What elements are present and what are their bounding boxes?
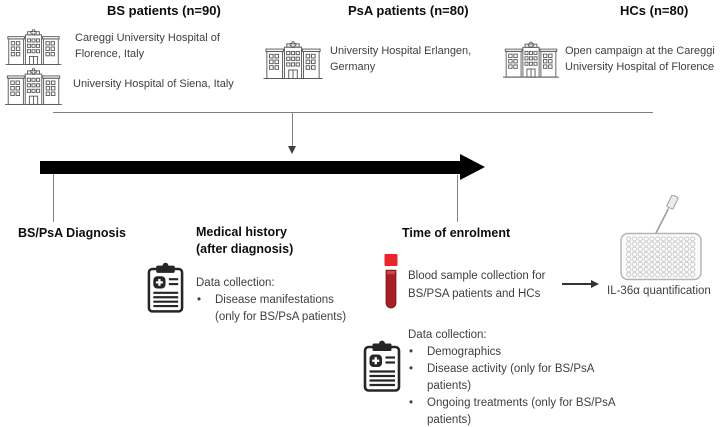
cohort-title-hcs: HCs (n=80) (620, 3, 689, 18)
result-arrow-line (562, 283, 592, 285)
site-siena: University Hospital of Siena, Italy (73, 78, 234, 90)
blood-tube-icon (384, 254, 398, 309)
down-arrow-icon (288, 146, 296, 154)
microplate-icon (620, 195, 702, 281)
medical-history-label: Medical history (after diagnosis) (196, 225, 294, 256)
connector-horizontal-line (53, 112, 653, 113)
enrolment-bullet-list: • Demographics • Disease activity (only … (409, 344, 654, 427)
bullet-ongoing-treatments: Ongoing treatments (only for BS/PsA pati… (427, 397, 616, 426)
bullet-dot: • (197, 294, 202, 306)
list-item: • Demographics (409, 344, 654, 361)
bullet-disease-activity: Disease activity (only for BS/PsA patien… (427, 363, 595, 392)
site-open-campaign: Open campaign at the Careggi University … (565, 45, 715, 73)
hospital-icon (5, 29, 62, 65)
clipboard-icon (146, 262, 185, 313)
tick-enrolment-line (457, 175, 458, 222)
blood-sample-text: Blood sample collection for BS/PSA patie… (408, 270, 546, 300)
bullet-demographics: Demographics (427, 346, 502, 358)
diagnosis-label: BS/PsA Diagnosis (18, 226, 126, 240)
bullet-dot: • (409, 397, 414, 409)
hospital-icon (262, 41, 324, 79)
bullet-disease-manifestations: Disease manifestations (only for BS/PsA … (215, 294, 347, 323)
data-collection-title-1: Data collection: (196, 277, 275, 289)
clipboard-icon (362, 340, 402, 392)
cohort-title-bs: BS patients (n=90) (107, 3, 221, 18)
site-erlangen: University Hospital Erlangen, Germany (330, 45, 472, 73)
list-item: • Ongoing treatments (only for BS/PsA pa… (409, 395, 654, 427)
timeline-arrow-body (40, 161, 460, 174)
list-item: • Disease activity (only for BS/PsA pati… (409, 361, 654, 395)
connector-vertical-line (292, 112, 293, 147)
hospital-icon (503, 41, 559, 78)
quantification-label: IL-36α quantification (607, 285, 711, 297)
hospital-icon (5, 68, 62, 105)
timeline-arrow-head-icon (460, 154, 485, 180)
enrolment-label: Time of enrolment (402, 226, 511, 240)
tick-diagnosis-line (53, 174, 54, 222)
data-collection-title-2: Data collection: (408, 329, 487, 341)
site-careggi-florence: Careggi University Hospital of Florence,… (75, 32, 220, 60)
list-item: • Disease manifestations (only for BS/Ps… (197, 292, 387, 326)
bullet-dot: • (409, 363, 414, 375)
cohort-title-psa: PsA patients (n=80) (348, 3, 469, 18)
pipette-icon (654, 195, 679, 235)
bullet-dot: • (409, 346, 414, 358)
right-arrow-icon (591, 280, 599, 288)
